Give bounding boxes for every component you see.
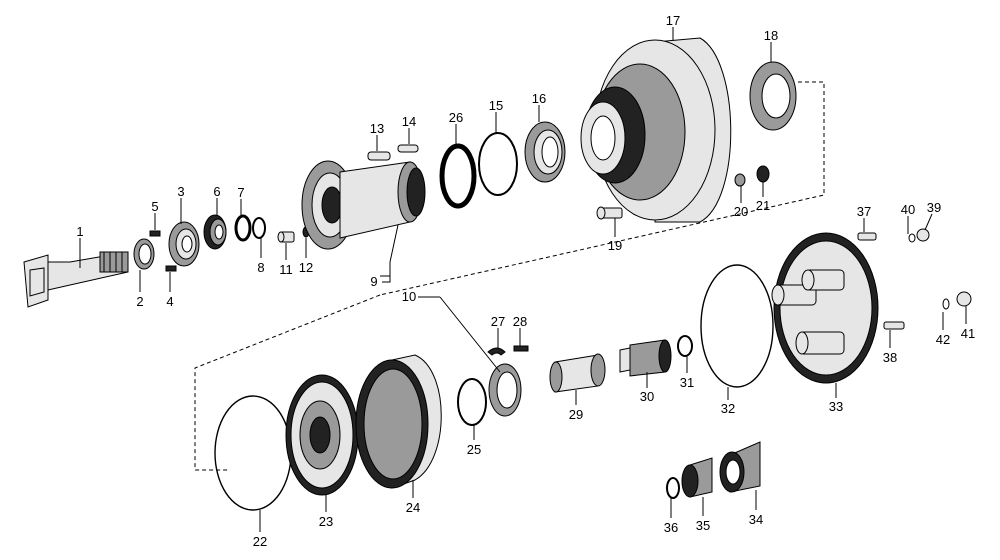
label-12: 12 <box>299 260 313 275</box>
label-36: 36 <box>664 520 678 535</box>
part-38-bolt <box>883 321 905 330</box>
label-6: 6 <box>213 184 220 199</box>
part-5-screw <box>149 230 161 237</box>
part-33-carrier-plate <box>771 232 879 384</box>
label-7: 7 <box>237 185 244 200</box>
part-13-pin <box>367 151 391 161</box>
label-13: 13 <box>370 121 384 136</box>
label-27: 27 <box>491 314 505 329</box>
part-30-splined-shaft <box>619 339 672 377</box>
label-4: 4 <box>166 294 173 309</box>
part-3-cover <box>168 221 200 267</box>
part-20-washer <box>734 173 746 187</box>
label-38: 38 <box>883 350 897 365</box>
label-26: 26 <box>449 110 463 125</box>
part-10-thrust-ring <box>488 363 522 417</box>
part-1-yoke-shaft <box>23 251 129 308</box>
part-number-labels: 1 2 3 4 5 6 7 8 9 10 11 12 13 14 15 16 1… <box>76 13 975 549</box>
label-21: 21 <box>756 198 770 213</box>
part-4-screw <box>165 265 177 272</box>
part-36-ring <box>666 477 680 499</box>
part-24-ring-gear <box>355 354 442 489</box>
label-16: 16 <box>532 91 546 106</box>
part-34-planet-gear <box>719 441 761 493</box>
label-15: 15 <box>489 98 503 113</box>
part-28-screw <box>513 345 529 352</box>
part-41-plug <box>956 291 972 307</box>
part-27-clip <box>487 347 506 356</box>
part-8-ring <box>252 217 266 239</box>
label-2: 2 <box>136 294 143 309</box>
label-25: 25 <box>467 442 481 457</box>
label-31: 31 <box>680 375 694 390</box>
part-14-pin <box>397 144 419 153</box>
label-9: 9 <box>370 274 377 289</box>
part-29-sleeve <box>549 353 606 393</box>
label-17: 17 <box>666 13 680 28</box>
label-33: 33 <box>829 399 843 414</box>
label-10: 10 <box>402 289 416 304</box>
label-5: 5 <box>151 199 158 214</box>
part-35-bearing <box>681 457 713 498</box>
label-11: 11 <box>279 262 293 277</box>
part-39-plug <box>916 228 930 242</box>
label-23: 23 <box>319 514 333 529</box>
part-22-oring <box>214 395 292 511</box>
part-21-nut <box>756 165 770 183</box>
part-26-ring <box>439 143 477 209</box>
label-41: 41 <box>961 326 975 341</box>
label-20: 20 <box>734 204 748 219</box>
label-19: 19 <box>608 238 622 253</box>
label-42: 42 <box>936 332 950 347</box>
part-31-ring <box>677 335 693 357</box>
part-42-seal <box>942 298 950 310</box>
part-40-seal <box>908 233 916 243</box>
leader-lines <box>79 27 967 532</box>
part-18-seal <box>749 61 797 131</box>
label-22: 22 <box>253 534 267 549</box>
part-11-bolt <box>277 231 295 243</box>
label-14: 14 <box>402 114 416 129</box>
part-37-bolt <box>857 232 877 241</box>
label-8: 8 <box>257 260 264 275</box>
label-37: 37 <box>857 204 871 219</box>
part-32-oring <box>700 264 774 388</box>
label-18: 18 <box>764 28 778 43</box>
label-1: 1 <box>76 224 83 239</box>
part-19-bolt <box>596 206 623 220</box>
label-40: 40 <box>901 202 915 217</box>
label-28: 28 <box>513 314 527 329</box>
label-35: 35 <box>696 518 710 533</box>
part-15-ring <box>478 132 518 196</box>
part-6-bearing <box>203 214 227 250</box>
label-24: 24 <box>406 500 420 515</box>
part-16-bearing <box>524 121 566 183</box>
part-9-hub <box>301 160 426 250</box>
part-23-gear-carrier <box>285 374 359 496</box>
part-17-housing <box>580 37 732 223</box>
label-29: 29 <box>569 407 583 422</box>
part-25-ring <box>457 378 487 426</box>
label-3: 3 <box>177 184 184 199</box>
part-2-seal <box>133 238 155 270</box>
assembly-guide-lines <box>194 81 825 471</box>
label-32: 32 <box>721 401 735 416</box>
label-30: 30 <box>640 389 654 404</box>
part-7-ring <box>234 214 252 242</box>
label-39: 39 <box>927 200 941 215</box>
label-34: 34 <box>749 512 763 527</box>
